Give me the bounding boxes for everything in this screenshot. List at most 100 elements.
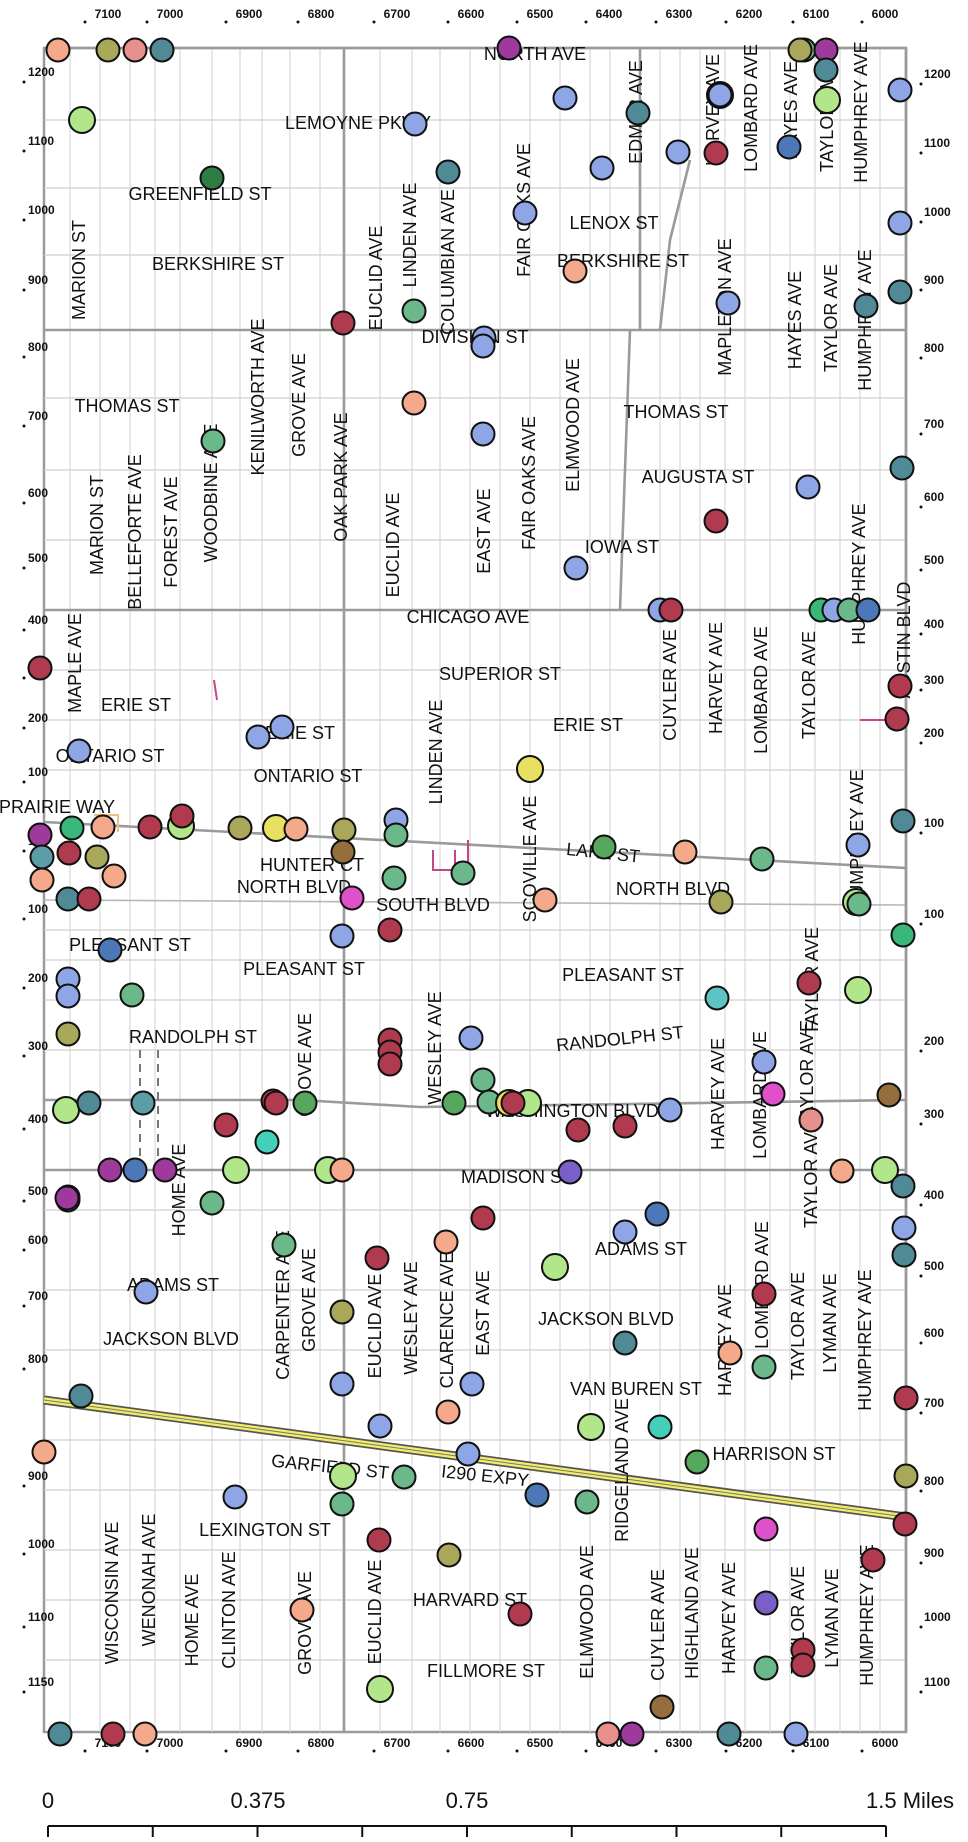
- street-label-east-ave: EAST AVE: [474, 488, 494, 573]
- point-marker: [776, 134, 802, 160]
- street-label-thomas-st: THOMAS ST: [623, 402, 728, 422]
- street-label-lombard-ave: LOMBARD AVE: [751, 626, 771, 754]
- point-marker: [331, 817, 357, 843]
- point-marker: [749, 846, 775, 872]
- point-marker: [329, 1491, 355, 1517]
- street-label-lyman-ave: LYMAN AVE: [822, 1568, 842, 1667]
- point-marker: [813, 86, 841, 114]
- scale-label-0375: 0.375: [230, 1788, 285, 1813]
- address-dot: [22, 1367, 26, 1371]
- street-label-lemoyne-pkwy: LEMOYNE PKWY: [285, 113, 431, 133]
- address-left-800: 800: [28, 340, 48, 354]
- address-left-1000: 1000: [28, 1537, 55, 1551]
- point-marker: [76, 886, 102, 912]
- point-marker: [890, 808, 916, 834]
- point-marker: [649, 1694, 675, 1720]
- point-marker: [381, 865, 407, 891]
- point-marker: [76, 1090, 102, 1116]
- point-marker: [367, 1413, 393, 1439]
- street-label-home-ave: HOME AVE: [182, 1574, 202, 1667]
- point-marker: [401, 298, 427, 324]
- address-dot: [224, 20, 228, 24]
- street-label-north-blvd: NORTH BLVD: [616, 879, 730, 899]
- point-marker: [122, 1157, 148, 1183]
- address-right-400: 400: [924, 1188, 944, 1202]
- street-label-clarence-ave: CLARENCE AVE: [437, 1252, 457, 1389]
- address-right-200: 200: [924, 1034, 944, 1048]
- point-marker: [101, 863, 127, 889]
- point-marker: [496, 35, 522, 61]
- scale-bar: 0 0.375 0.75 1.5 Miles: [42, 1788, 954, 1837]
- street-label-taylor-ave: TAYLOR AVE: [799, 631, 819, 739]
- street-label-euclid-ave: EUCLID AVE: [383, 493, 403, 598]
- point-marker: [119, 982, 145, 1008]
- street-label-ridgeland-ave: RIDGELAND AVE: [612, 1398, 632, 1542]
- address-bottom-6000: 6000: [872, 1736, 899, 1750]
- point-marker: [366, 1675, 394, 1703]
- point-marker: [377, 1051, 403, 1077]
- point-marker: [254, 1129, 280, 1155]
- point-marker: [68, 106, 96, 134]
- street-label-pleasant-st: PLEASANT ST: [562, 965, 684, 985]
- street-label-home-ave: HOME AVE: [169, 1144, 189, 1237]
- street-label-taylor-ave: TAYLOR AVE: [801, 1120, 821, 1228]
- point-marker: [595, 1721, 621, 1747]
- address-dot: [654, 20, 658, 24]
- address-top-6100: 6100: [803, 7, 830, 21]
- address-dot: [919, 922, 923, 926]
- points-layer: [27, 35, 919, 1747]
- address-dot: [919, 568, 923, 572]
- point-marker: [441, 1090, 467, 1116]
- address-dot: [860, 1749, 864, 1753]
- point-marker: [31, 1439, 57, 1465]
- point-marker: [708, 889, 734, 915]
- address-left-1000: 1000: [28, 203, 55, 217]
- street-label-euclid-ave: EUCLID AVE: [365, 1560, 385, 1665]
- address-right-900: 900: [924, 273, 944, 287]
- street-label-kenilworth-ave: KENILWORTH AVE: [248, 318, 268, 475]
- address-left-1150: 1150: [28, 1675, 54, 1689]
- point-marker: [574, 1489, 600, 1515]
- address-bottom-6200: 6200: [736, 1736, 763, 1750]
- address-right-700: 700: [924, 417, 944, 431]
- address-dot: [22, 218, 26, 222]
- point-marker: [329, 923, 355, 949]
- address-top-7100: 7100: [95, 7, 122, 21]
- point-marker: [364, 1245, 390, 1271]
- point-marker: [52, 1096, 80, 1124]
- address-dot: [83, 1749, 87, 1753]
- street-label-marion-st: MARION ST: [87, 475, 107, 575]
- address-dot: [22, 849, 26, 853]
- point-marker: [562, 258, 588, 284]
- address-top-6500: 6500: [527, 7, 554, 21]
- street-label-taylor-ave: TAYLOR AVE: [788, 1272, 808, 1380]
- street-label-wesley-ave: WESLEY AVE: [425, 991, 445, 1104]
- street-label-berkshire-st: BERKSHIRE ST: [152, 254, 284, 274]
- address-dot: [446, 20, 450, 24]
- point-marker: [27, 822, 53, 848]
- point-marker: [470, 1067, 496, 1093]
- minor-streets: [43, 48, 907, 1732]
- point-marker: [619, 1721, 645, 1747]
- address-left-600: 600: [28, 1233, 48, 1247]
- address-left-1200: 1200: [28, 65, 55, 79]
- address-dot: [296, 20, 300, 24]
- street-label-elmwood-ave: ELMWOOD AVE: [577, 1545, 597, 1679]
- street-label-augusta-st: AUGUSTA ST: [642, 467, 755, 487]
- street-label-grove-ave: GROVE AVE: [295, 1013, 315, 1117]
- point-marker: [684, 1449, 710, 1475]
- point-marker: [891, 1215, 917, 1241]
- point-marker: [500, 1090, 526, 1116]
- point-marker: [470, 1205, 496, 1231]
- address-dot: [22, 676, 26, 680]
- address-dot: [919, 741, 923, 745]
- street-label-hayes-ave: HAYES AVE: [785, 271, 805, 369]
- point-marker: [672, 839, 698, 865]
- address-bottom-6800: 6800: [308, 1736, 335, 1750]
- address-dot: [22, 986, 26, 990]
- address-top-6700: 6700: [384, 7, 411, 21]
- street-label-greenfield-st: GREENFIELD ST: [128, 184, 271, 204]
- address-right-700: 700: [924, 1396, 944, 1410]
- point-marker: [845, 832, 871, 858]
